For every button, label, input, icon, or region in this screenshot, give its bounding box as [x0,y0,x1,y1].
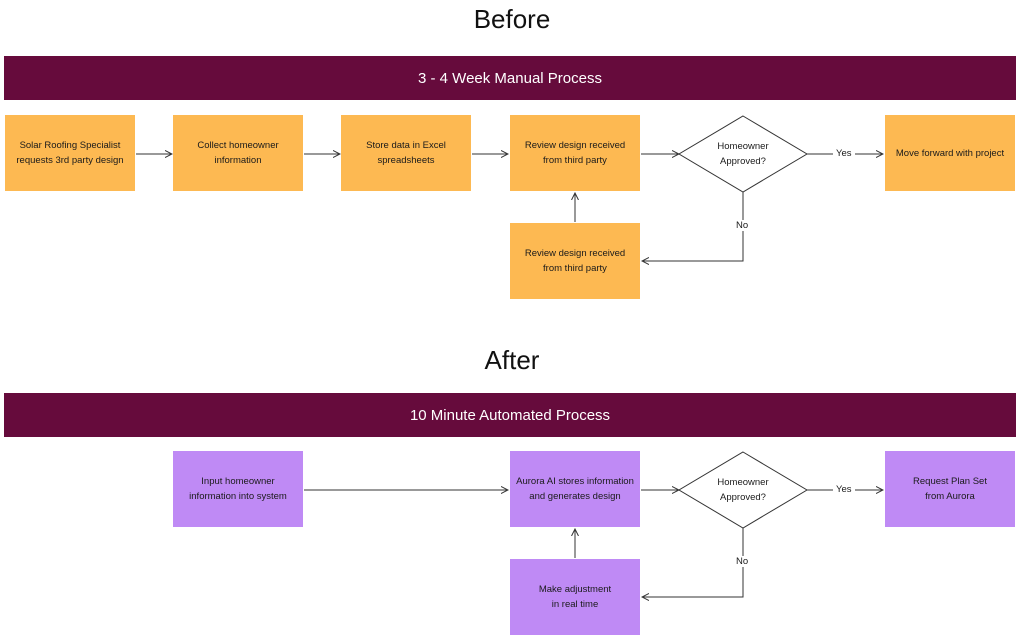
before-banner: 3 - 4 Week Manual Process [4,56,1016,100]
before-decision-diamond [678,115,808,193]
before-step-review-design: Review design received from third party [510,115,640,191]
edge-after-decision-no [642,528,744,597]
after-step-input-info: Input homeowner information into system [173,451,303,527]
after-step-make-adjustment: Make adjustment in real time [510,559,640,635]
before-title: Before [473,4,551,34]
after-step-request-plan-set: Request Plan Set from Aurora [885,451,1015,527]
after-title: After [484,345,540,375]
after-yes-label: Yes [833,484,855,495]
before-no-label: No [733,220,752,231]
before-step-request-design: Solar Roofing Specialist requests 3rd pa… [5,115,135,191]
before-step-review-design-loop: Review design received from third party [510,223,640,299]
before-yes-label: Yes [833,148,855,159]
before-banner-label: 3 - 4 Week Manual Process [418,69,602,87]
after-banner: 10 Minute Automated Process [4,393,1016,437]
after-decision-label: Homeowner Approved? [717,477,769,503]
before-step-store-excel: Store data in Excel spreadsheets [341,115,471,191]
before-decision-label: Homeowner Approved? [717,141,769,167]
after-decision-diamond [678,451,808,529]
edge-decision-no [642,192,744,261]
before-step-collect-info: Collect homeowner information [173,115,303,191]
after-step-aurora-ai: Aurora AI stores information and generat… [510,451,640,527]
after-banner-label: 10 Minute Automated Process [409,406,611,424]
before-step-move-forward: Move forward with project [885,115,1015,191]
after-no-label: No [733,556,752,567]
